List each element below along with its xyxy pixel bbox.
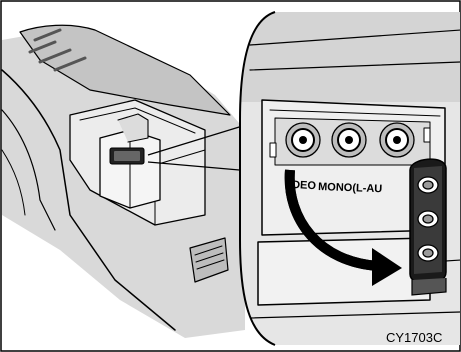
figure-code: CY1703C [386, 330, 442, 345]
jack-cover [410, 159, 446, 295]
jack-r-audio [380, 123, 414, 157]
label-video: DEO [292, 179, 317, 192]
jack-mono-l-audio [332, 123, 366, 157]
jack-video [286, 123, 320, 157]
label-mono-l-audio: MONO(L-AU [318, 181, 383, 195]
